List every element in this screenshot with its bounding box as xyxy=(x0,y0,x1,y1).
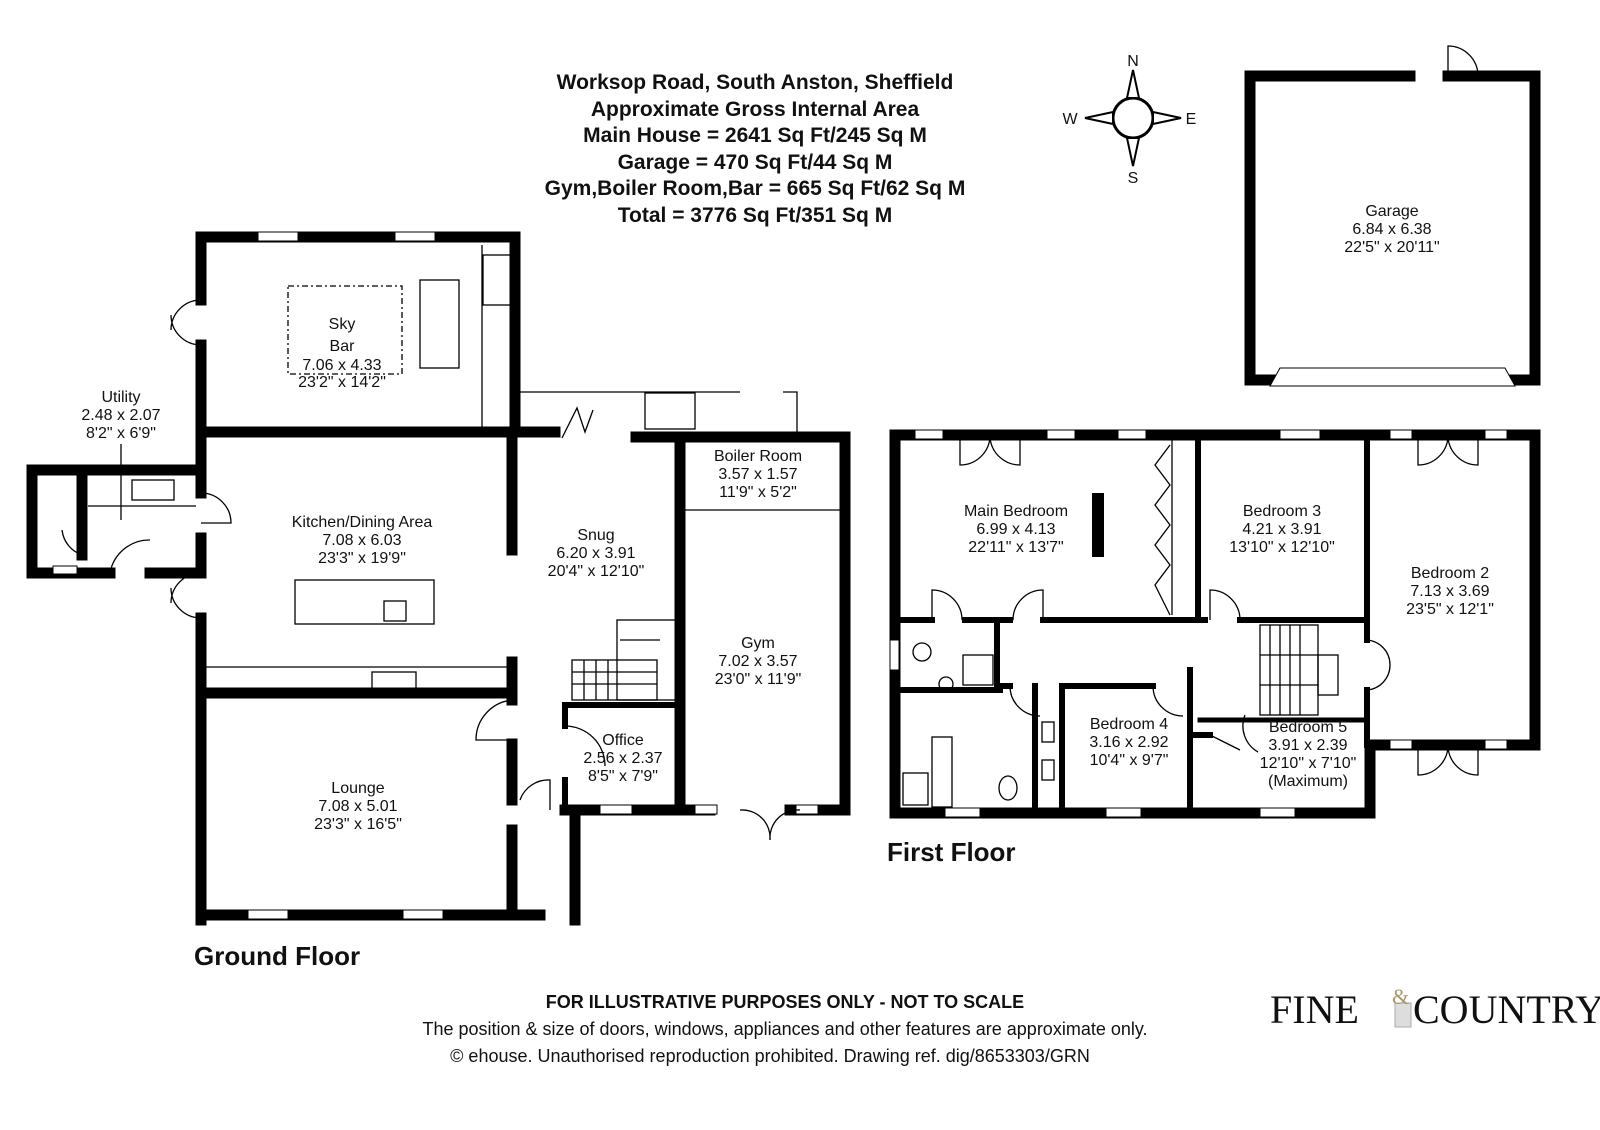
skybar-metric: 7.06 x 4.33 xyxy=(302,357,381,374)
ground-floor-plan: Utility 2.48 x 2.07 8'2" x 6'9" Sky Bar xyxy=(26,231,851,971)
gym-imperial: 23'0" x 11'9" xyxy=(715,671,802,688)
compass-n: N xyxy=(1127,53,1139,70)
bedroom2-metric: 7.13 x 3.69 xyxy=(1410,583,1489,600)
snug-name: Snug xyxy=(577,527,614,544)
bedroom5-name: Bedroom 5 xyxy=(1269,719,1347,736)
gym-metric: 7.02 x 3.57 xyxy=(718,653,797,670)
skybar-imperial: 23'2" x 14'2" xyxy=(298,374,386,391)
ground-floor-label: Ground Floor xyxy=(194,941,360,971)
area-subtitle: Approximate Gross Internal Area xyxy=(591,98,920,121)
lounge-imperial: 23'3" x 16'5" xyxy=(314,816,402,833)
bedroom3-metric: 4.21 x 3.91 xyxy=(1242,521,1321,538)
lounge-name: Lounge xyxy=(331,780,384,797)
office-imperial: 8'5" x 7'9" xyxy=(588,768,658,785)
bedroom3-name: Bedroom 3 xyxy=(1243,503,1321,520)
garage-area: Garage = 470 Sq Ft/44 Sq M xyxy=(618,151,893,174)
snug-metric: 6.20 x 3.91 xyxy=(556,545,635,562)
garage-plan: Garage 6.84 x 6.38 22'5" x 20'11" xyxy=(1244,45,1541,387)
compass-w: W xyxy=(1062,111,1078,128)
boiler-imperial: 11'9" x 5'2" xyxy=(719,484,797,501)
snug-imperial: 20'4" x 12'10" xyxy=(548,563,645,580)
approximation-note: The position & size of doors, windows, a… xyxy=(422,1019,1147,1039)
bedroom4-name: Bedroom 4 xyxy=(1090,716,1168,733)
boiler-metric: 3.57 x 1.57 xyxy=(718,466,797,483)
main-bedroom-name: Main Bedroom xyxy=(964,503,1068,520)
boiler-name: Boiler Room xyxy=(714,448,802,465)
garage-name: Garage xyxy=(1365,203,1418,220)
total-area: Total = 3776 Sq Ft/351 Sq M xyxy=(618,204,892,227)
utility-name: Utility xyxy=(101,389,140,406)
bedroom5-note: (Maximum) xyxy=(1268,773,1348,790)
bedroom5-imperial: 12'10" x 7'10" xyxy=(1260,755,1357,772)
skybar-name-1: Sky xyxy=(329,316,356,333)
logo-amp: & xyxy=(1392,984,1409,1009)
main-bedroom-imperial: 22'11" x 13'7" xyxy=(968,539,1063,556)
kitchen-imperial: 23'3" x 19'9" xyxy=(318,550,406,567)
office-metric: 2.56 x 2.37 xyxy=(583,750,662,767)
disclaimer: FOR ILLUSTRATIVE PURPOSES ONLY - NOT TO … xyxy=(546,992,1024,1012)
bedroom2-imperial: 23'5" x 12'1" xyxy=(1406,601,1494,618)
kitchen-metric: 7.08 x 6.03 xyxy=(322,532,401,549)
bedroom4-metric: 3.16 x 2.92 xyxy=(1089,734,1168,751)
utility-metric: 2.48 x 2.07 xyxy=(81,407,160,424)
office-name: Office xyxy=(602,732,644,749)
garage-metric: 6.84 x 6.38 xyxy=(1352,221,1431,238)
compass-e: E xyxy=(1186,111,1197,128)
gym-area: Gym,Boiler Room,Bar = 665 Sq Ft/62 Sq M xyxy=(545,177,966,200)
footer: FOR ILLUSTRATIVE PURPOSES ONLY - NOT TO … xyxy=(422,992,1147,1066)
gym-name: Gym xyxy=(741,635,775,652)
compass-s: S xyxy=(1128,170,1139,187)
fine-country-logo: FINE & COUNTRY xyxy=(1270,984,1600,1032)
first-floor-plan: Main Bedroom 6.99 x 4.13 22'11" x 13'7" … xyxy=(887,429,1541,867)
compass-icon: N S E W xyxy=(1062,53,1196,187)
logo-country: COUNTRY xyxy=(1413,987,1600,1032)
bedroom5-metric: 3.91 x 2.39 xyxy=(1268,737,1347,754)
copyright: © ehouse. Unauthorised reproduction proh… xyxy=(450,1046,1090,1066)
main-bedroom-metric: 6.99 x 4.13 xyxy=(976,521,1055,538)
utility-imperial: 8'2" x 6'9" xyxy=(86,425,156,442)
main-house-area: Main House = 2641 Sq Ft/245 Sq M xyxy=(583,124,927,147)
bedroom4-imperial: 10'4" x 9'7" xyxy=(1090,752,1169,769)
logo-fine: FINE xyxy=(1270,987,1359,1032)
skybar-name-2: Bar xyxy=(330,338,356,355)
first-floor-label: First Floor xyxy=(887,837,1016,867)
garage-imperial: 22'5" x 20'11" xyxy=(1344,239,1439,256)
lounge-metric: 7.08 x 5.01 xyxy=(318,798,397,815)
header: Worksop Road, South Anston, Sheffield Ap… xyxy=(545,71,966,227)
kitchen-name: Kitchen/Dining Area xyxy=(292,514,433,531)
bedroom3-imperial: 13'10" x 12'10" xyxy=(1229,539,1335,556)
bedroom2-name: Bedroom 2 xyxy=(1411,565,1489,582)
address-title: Worksop Road, South Anston, Sheffield xyxy=(557,71,954,94)
